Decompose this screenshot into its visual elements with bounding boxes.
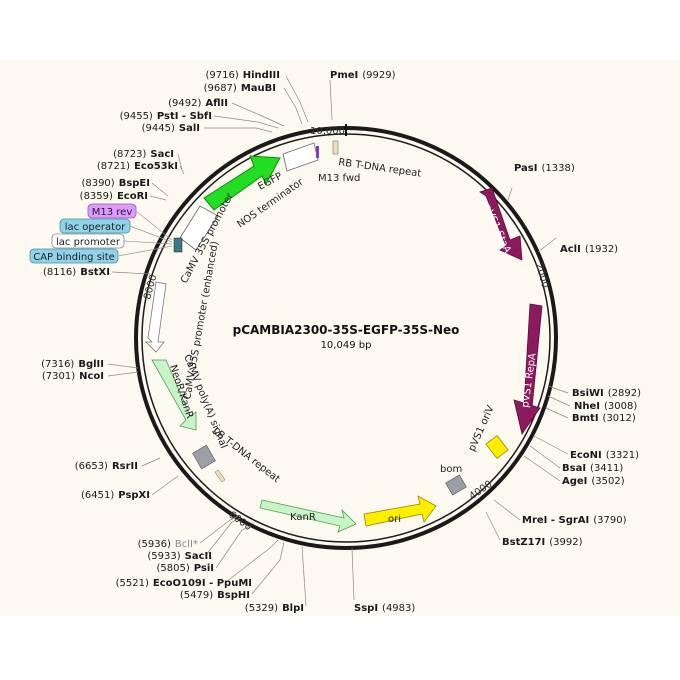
- site-saci: (8723)SacI: [113, 149, 174, 160]
- site-sspi: SspI(4983): [354, 603, 415, 614]
- site-rsrii: (6653)RsrII: [75, 461, 138, 472]
- site-pmei: PmeI(9929): [330, 70, 396, 81]
- pvs1-repa-head: [513, 399, 541, 435]
- lac-promoter-label: lac promoter: [56, 237, 121, 248]
- site-agei: AgeI(3502): [562, 476, 625, 487]
- site-bstz17i: BstZ17I(3992): [502, 537, 583, 548]
- bom-box: [445, 474, 467, 496]
- camv35s-enhanced-arrow: [145, 281, 167, 353]
- site-psii: (5805)PsiI: [156, 563, 214, 574]
- neor-kanr-arrow: [151, 359, 197, 431]
- site-bspei: (8390)BspEI: [81, 178, 150, 189]
- grey-box-left: [192, 444, 216, 470]
- site-pasi: PasI(1338): [514, 163, 575, 174]
- site-pspxi: (6451)PspXI: [81, 490, 150, 501]
- site-eco53ki: (8721)Eco53kI: [97, 161, 178, 172]
- site-blpi: (5329)BlpI: [245, 603, 304, 614]
- m13-rev-label: M13 rev: [92, 207, 133, 218]
- site-bstxi: (8116)BstXI: [43, 267, 110, 278]
- site-bsai: BsaI(3411): [562, 463, 623, 474]
- site-bsiwi: BsiWI(2892): [572, 388, 641, 399]
- ori-label: ori: [388, 514, 401, 525]
- rb-tdna-marker: [332, 140, 339, 155]
- site-psti-sbfi: (9455)PstI - SbfI: [120, 111, 212, 122]
- egfp-arrow: [203, 155, 281, 211]
- kanr-label: KanR: [290, 512, 316, 523]
- site-econi: EcoNI(3321): [570, 450, 639, 461]
- lb-tdna-marker: [214, 469, 226, 483]
- pvs1-oriv-box: [485, 435, 509, 459]
- ori-arrow: [363, 495, 437, 527]
- site-aflii: (9492)AflII: [168, 98, 228, 109]
- site-maubi: (9687)MauBI: [204, 83, 276, 94]
- lac-operator-label: lac operator: [65, 222, 126, 233]
- lac-elements-marker: [173, 237, 183, 253]
- tick-label-10000: 10,000: [310, 126, 345, 137]
- site-sacii: (5933)SacII: [147, 551, 212, 562]
- site-eco0109i: (5521)EcoO109I - PpuMI: [116, 578, 252, 589]
- m13-fwd-label: M13 fwd: [318, 173, 360, 184]
- plasmid-size: 10,049 bp: [321, 340, 372, 351]
- site-nhei: NheI(3008): [574, 401, 637, 412]
- site-bglii: (7316)BglII: [41, 359, 104, 370]
- site-hindiii: (9716)HindIII: [205, 70, 280, 81]
- site-ncoi: (7301)NcoI: [42, 371, 104, 382]
- map-background: [0, 60, 680, 616]
- site-ecori: (8359)EcoRI: [80, 191, 148, 202]
- site-mrei-sgrai: MreI - SgrAI(3790): [522, 515, 627, 526]
- site-sali: (9445)SalI: [142, 123, 200, 134]
- cap-site-label: CAP binding site: [33, 252, 115, 263]
- site-bcli: (5936)BclI*: [138, 539, 198, 550]
- pvs1-staa-arrow: [479, 187, 523, 261]
- kanr-arrow: [259, 499, 357, 533]
- site-bmti: BmtI(3012): [572, 413, 636, 424]
- bom-label: bom: [440, 464, 462, 475]
- site-leader-lines: [107, 75, 571, 607]
- site-acli: AclI(1932): [560, 244, 618, 255]
- camv35s-promoter-box: [179, 205, 219, 251]
- m13-fwd-marker: [316, 146, 319, 158]
- boxed-label-leaders: [117, 210, 173, 257]
- site-bsphi: (5479)BspHI: [180, 590, 250, 601]
- nos-terminator-box: [282, 142, 319, 172]
- plasmid-name: pCAMBIA2300-35S-EGFP-35S-Neo: [233, 323, 460, 337]
